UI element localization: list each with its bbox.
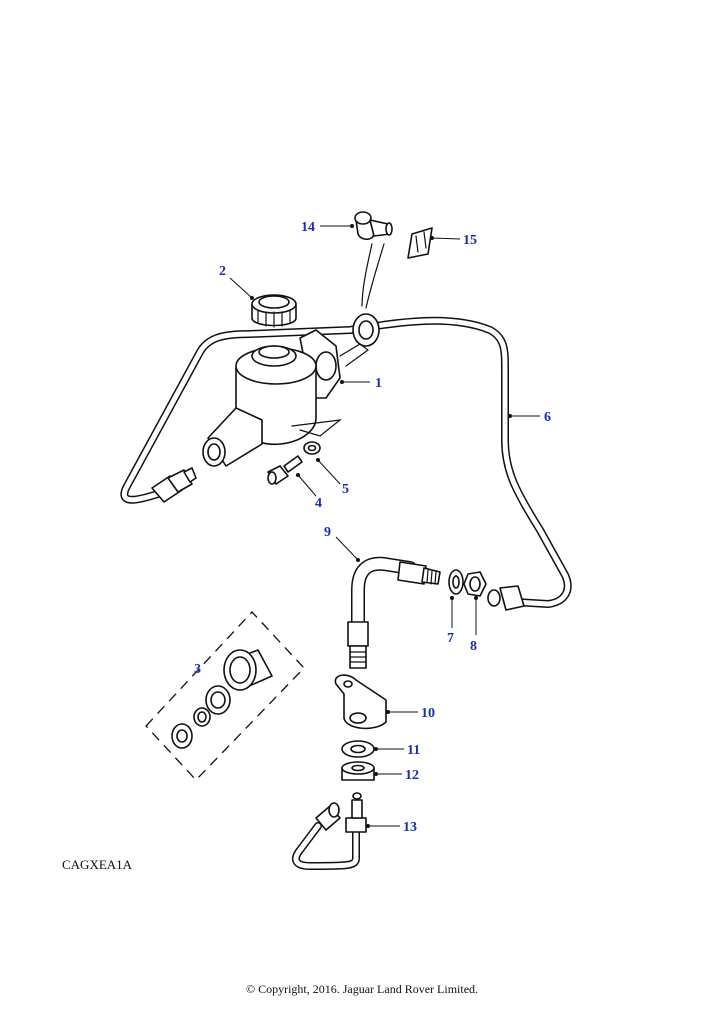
callout-1: 1: [375, 376, 382, 391]
callout-3: 3: [194, 662, 201, 677]
seal-kit-3: [145, 611, 305, 781]
fluid-pipe-6: [120, 316, 572, 608]
bracket-10: [334, 674, 387, 730]
callout-9: 9: [324, 525, 331, 540]
pipe-union-right: [487, 585, 525, 611]
callout-5: 5: [342, 482, 349, 497]
callout-14: 14: [301, 220, 315, 235]
callout-leaders: [229, 224, 540, 828]
callout-2: 2: [219, 264, 226, 279]
connector-pipe-13: [291, 792, 367, 870]
banjo-eye: [352, 313, 380, 347]
flexible-hose: [347, 556, 441, 669]
callout-8: 8: [470, 639, 477, 654]
washer-5: [303, 441, 321, 455]
callout-15: 15: [463, 233, 477, 248]
reservoir-body: [202, 329, 370, 467]
reservoir-cap: [251, 294, 297, 328]
pipe-union-left: [151, 467, 197, 503]
callout-11: 11: [407, 743, 420, 758]
callout-12: 12: [405, 768, 419, 783]
hose-nut-8: [463, 571, 487, 597]
callout-6: 6: [544, 410, 551, 425]
callout-13: 13: [403, 820, 417, 835]
mounting-bolt: [267, 455, 303, 485]
callout-10: 10: [421, 706, 435, 721]
pipe-clip: [407, 227, 433, 259]
callout-7: 7: [447, 631, 454, 646]
copyright-notice: © Copyright, 2016. Jaguar Land Rover Lim…: [245, 982, 479, 996]
callout-labels: 14 15 2 1 4 5 6 9 7 8 3 10 11 12 13: [194, 220, 551, 835]
diagram-reference-code: CAGXEA1A: [62, 857, 133, 872]
callout-4: 4: [315, 496, 322, 511]
banjo-bolt: [354, 211, 393, 309]
shakeproof-washer-11: [341, 740, 375, 758]
shakeproof-washer-7: [448, 569, 464, 595]
nut-12: [341, 761, 375, 781]
